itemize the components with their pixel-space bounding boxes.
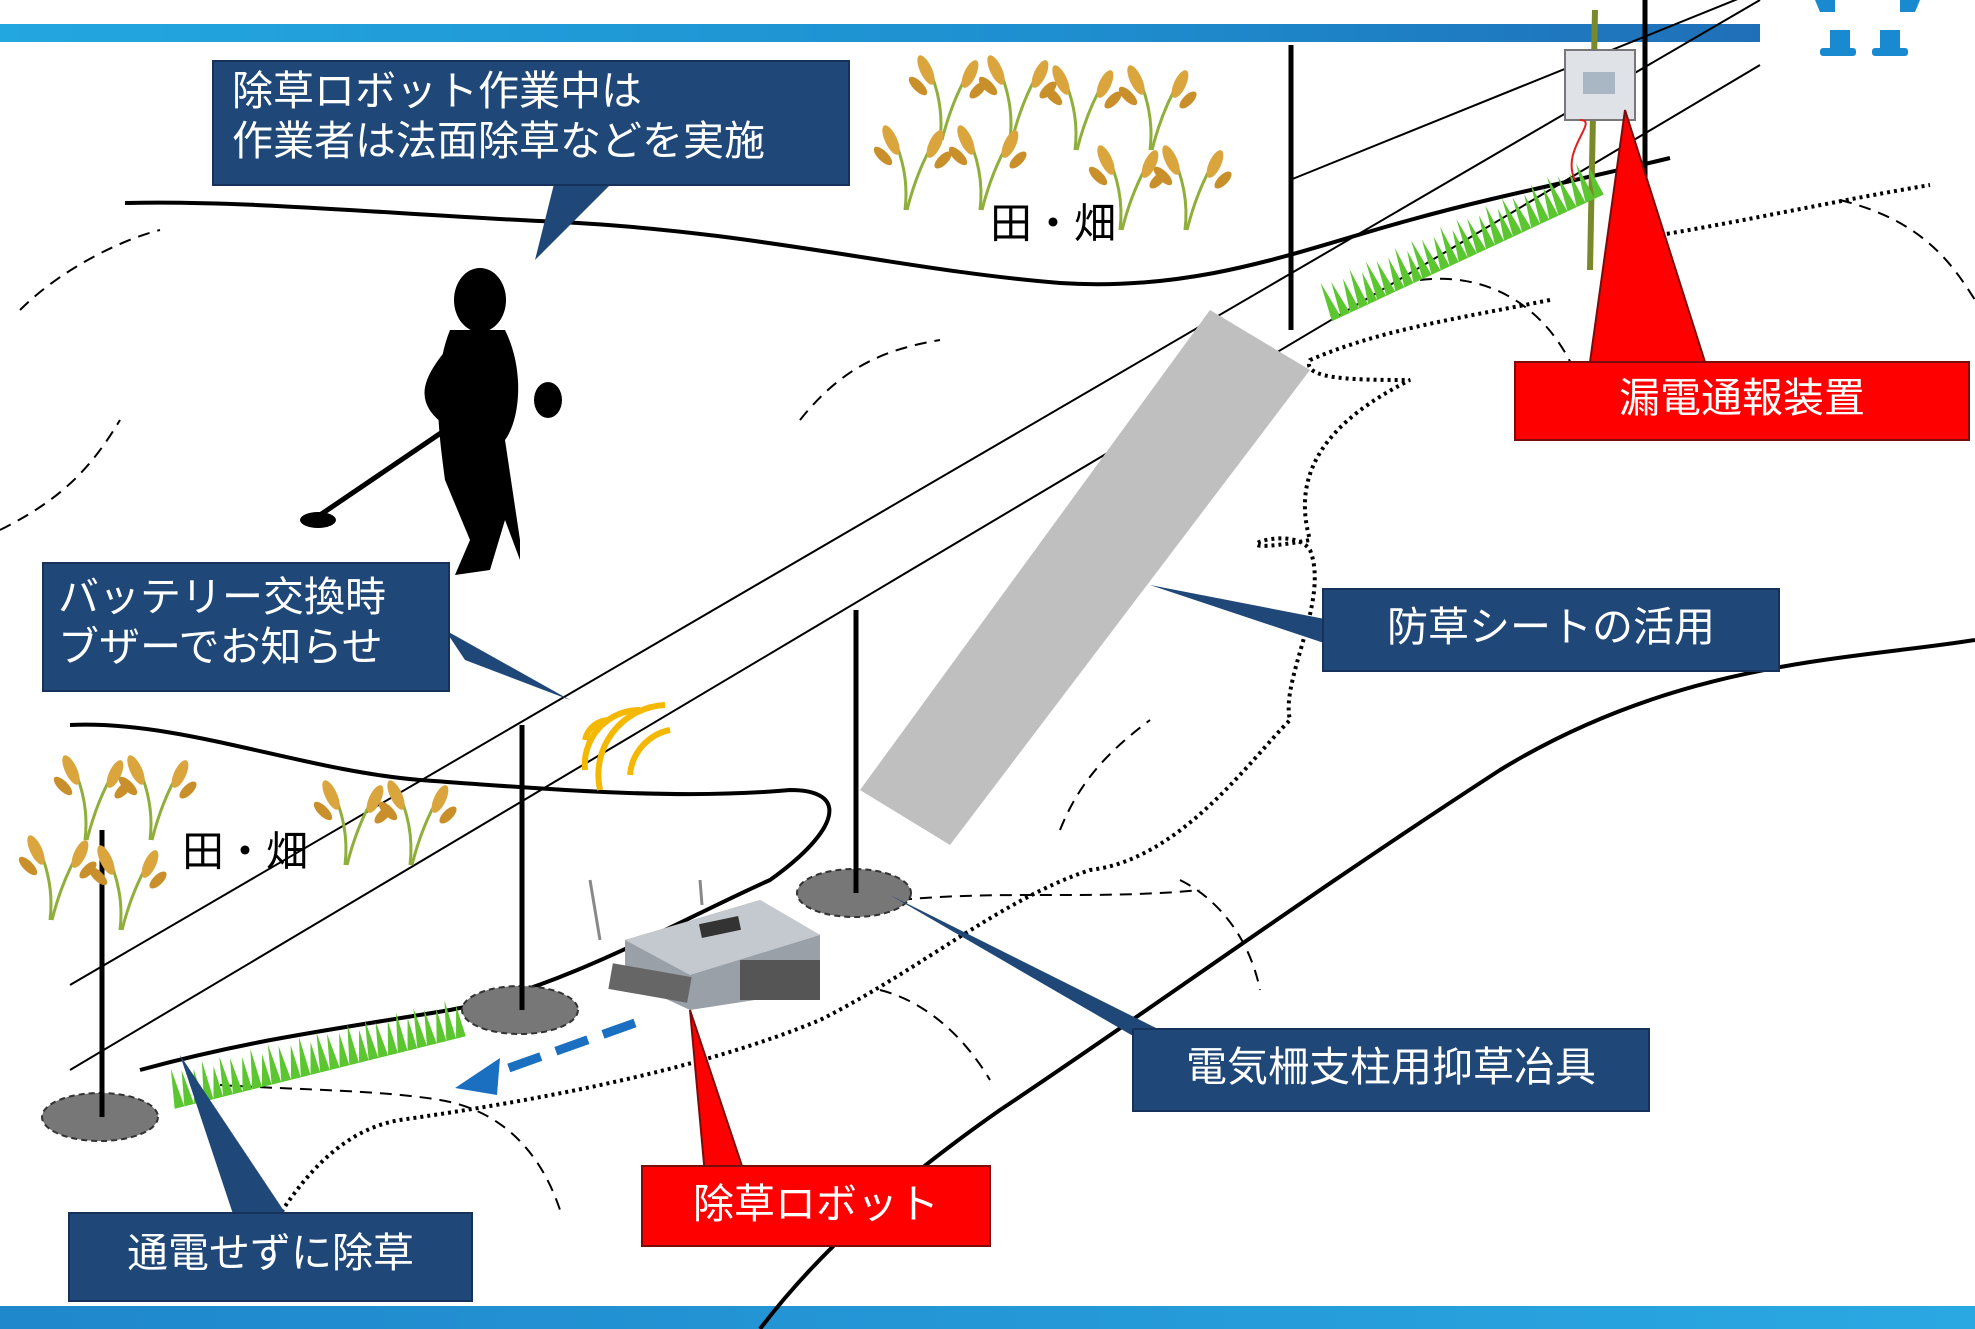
no-current-weeding-label: 通電せずに除草 [68,1212,473,1302]
battery-note-label: バッテリー交換時 ブザーでお知らせ [42,562,450,692]
worker-note-line2: 作業者は法面除草などを実施 [232,117,765,166]
top-accent-bar [0,24,1760,42]
robot-icon [588,879,820,1010]
worker-note-label: 除草ロボット作業中は 作業者は法面除草などを実施 [212,60,850,186]
post-jig-label: 電気柵支柱用抑草冶具 [1132,1028,1650,1112]
leakage-device-icon [1564,49,1636,181]
post-jig-text: 電気柵支柱用抑草冶具 [1186,1043,1596,1091]
battery-note-line1: バッテリー交換時 [58,573,386,621]
robot-label: 除草ロボット [641,1165,991,1247]
logo-icon [1815,0,1920,56]
bottom-accent-bar [0,1306,1975,1329]
field-label-left: 田・畑 [182,827,309,876]
no-current-weeding-text: 通電せずに除草 [127,1229,414,1277]
field-label-top: 田・畑 [990,199,1117,248]
battery-note-line2: ブザーでお知らせ [58,623,383,672]
robot-text: 除草ロボット [693,1180,939,1228]
worker-note-line1: 除草ロボット作業中は [232,67,642,115]
leakage-device-label: 漏電通報装置 [1514,361,1970,441]
person-mowing-icon [300,268,562,575]
leakage-device-text: 漏電通報装置 [1619,374,1865,422]
buzzer-waves-icon [581,702,671,791]
weed-sheet-label: 防草シートの活用 [1322,588,1780,672]
weed-sheet-text: 防草シートの活用 [1387,603,1715,651]
